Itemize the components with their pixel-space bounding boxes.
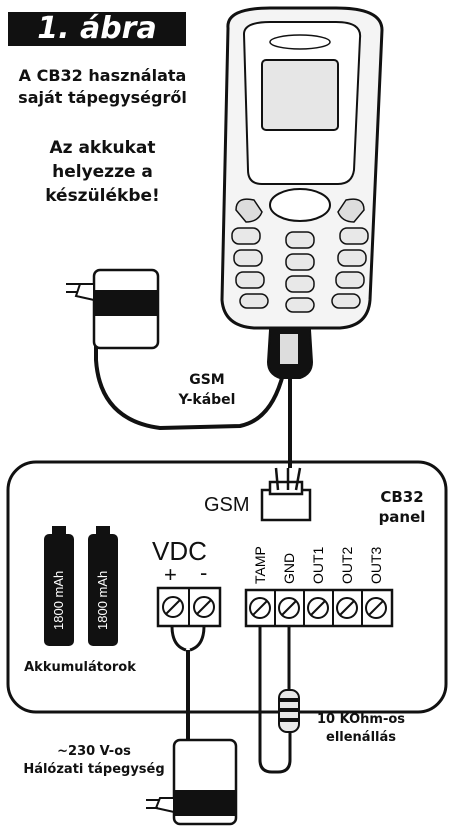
vdc-plus: + — [164, 562, 177, 587]
resistor-label-line-2: ellenállás — [326, 730, 396, 745]
note-line-3: készülékbe! — [45, 186, 160, 206]
subtitle-line-2: saját tápegységről — [18, 88, 187, 107]
panel-name-line-1: CB32 — [380, 488, 424, 506]
vdc-minus: - — [200, 560, 208, 585]
output-terminal-block — [244, 588, 394, 628]
y-cable — [94, 345, 292, 468]
terminal-label-gnd: GND — [281, 552, 297, 584]
gsm-connector — [260, 467, 312, 522]
vdc-terminal-block — [156, 586, 222, 628]
wall-adapter-phone — [66, 268, 160, 350]
panel-name-line-2: panel — [378, 508, 426, 526]
cb32-panel-border — [6, 460, 448, 714]
keypad — [231, 227, 369, 313]
battery-1-label: 1800 mAh — [51, 570, 66, 630]
cable-label-line-1: GSM — [189, 372, 225, 388]
subtitle-line-1: A CB32 használata — [18, 66, 187, 85]
note-line-2: helyezze a — [52, 162, 153, 182]
terminal-label-out1: OUT1 — [310, 546, 326, 584]
note-line-1: Az akkukat — [49, 138, 156, 158]
battery-2 — [88, 526, 118, 646]
battery-2-label: 1800 mAh — [95, 570, 110, 630]
power-cable — [170, 625, 206, 752]
cable-label-line-2: Y-kábel — [178, 392, 236, 408]
figure-title: 1. ábra — [8, 12, 186, 46]
mobile-phone — [220, 6, 384, 379]
power-supply-label-line-1: ~230 V-os — [57, 744, 131, 759]
resistor-label-line-1: 10 KOhm-os — [316, 712, 406, 727]
battery-1 — [44, 526, 74, 646]
terminal-label-tamp: TAMP — [252, 546, 268, 584]
resistor — [278, 689, 300, 733]
power-supply — [146, 738, 238, 826]
resistor-wiring — [258, 626, 292, 774]
terminal-label-out3: OUT3 — [368, 546, 384, 584]
batteries-caption: Akkumulátorok — [24, 660, 136, 675]
power-supply-label-line-2: Hálózati tápegység — [23, 762, 165, 777]
vdc-label: VDC — [152, 536, 207, 566]
terminal-label-out2: OUT2 — [339, 546, 355, 584]
nav-key — [269, 188, 331, 222]
gsm-connector-label: GSM — [204, 494, 250, 516]
